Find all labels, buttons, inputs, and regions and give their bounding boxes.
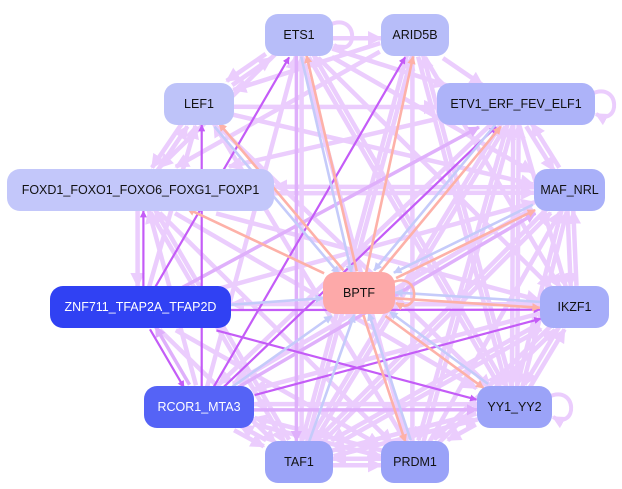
edge-znf711_tfap2a_tfap2d-to-bptf [231,294,325,306]
edge-bptf-to-lef1 [218,122,345,272]
edge-rcor1_mta3-to-taf1 [233,428,266,449]
edge-lef1-to-bptf [213,125,340,275]
edge-maf_nrl-to-taf1 [316,207,549,441]
edge-bptf-to-etv1_erf_fev_elf1 [377,125,502,275]
node-label: ETV1_ERF_FEV_ELF1 [450,97,582,111]
node-yy1-yy2[interactable]: YY1_YY2 [477,386,552,428]
edge-arid5b-to-foxd1_foxo1_foxo6_foxg1_foxp1 [174,49,381,169]
node-label: ETS1 [283,28,315,42]
node-bptf[interactable]: BPTF [323,272,395,314]
edge-rcor1_mta3-to-arid5b [212,56,407,388]
edge-prdm1-to-maf_nrl [427,210,562,444]
edge-foxd1_foxo1_foxo6_foxg1_foxp1-to-maf_nrl [273,185,536,200]
node-label: RCOR1_MTA3 [157,400,241,414]
node-label: ARID5B [392,28,438,42]
node-maf-nrl[interactable]: MAF_NRL [534,169,605,211]
edge-bptf-to-arid5b [364,55,416,273]
edge-etv1_erf_fev_elf1-to-rcor1_mta3 [217,121,494,386]
edge-etv1_erf_fev_elf1-to-yy1_yy2 [504,124,520,388]
node-label: PRDM1 [393,455,437,469]
node-lef1[interactable]: LEF1 [164,83,234,125]
edge-maf_nrl-to-etv1_erf_fev_elf1 [529,122,562,169]
self-loop-etv1_erf_fev_elf1 [590,89,617,126]
node-label: FOXD1_FOXO1_FOXO6_FOXG1_FOXP1 [21,183,260,197]
edge-rcor1_mta3-to-etv1_erf_fev_elf1 [222,126,497,389]
edge-znf711_tfap2a_tfap2d-to-maf_nrl [219,198,537,291]
edge-bptf-to-ets1 [304,54,359,272]
edge-ets1-to-bptf [299,56,354,274]
self-loop-ets1 [328,20,355,57]
node-label: YY1_YY2 [487,400,542,414]
node-foxd1-foxo1-foxo6-foxg1-foxp1[interactable]: FOXD1_FOXO1_FOXO6_FOXG1_FOXP1 [7,169,274,211]
node-arid5b[interactable]: ARID5B [381,14,449,56]
edge-etv1_erf_fev_elf1-to-foxd1_foxo1_foxo6_foxg1_foxp1 [227,116,437,171]
edge-bptf-to-yy1_yy2 [384,314,485,390]
edge-znf711_tfap2a_tfap2d-to-rcor1_mta3 [149,328,185,388]
edge-etv1_erf_fev_elf1-to-bptf [373,122,498,272]
edge-bptf-to-foxd1_foxo1_foxo6_foxg1_foxp1 [186,207,325,275]
edge-rcor1_mta3-to-ikzf1 [254,317,542,397]
edge-znf711_tfap2a_tfap2d-to-etv1_erf_fev_elf1 [180,125,480,290]
node-etv1-erf-fev-elf1[interactable]: ETV1_ERF_FEV_ELF1 [437,83,595,125]
node-ets1[interactable]: ETS1 [265,14,333,56]
edge-maf_nrl-to-ikzf1 [562,211,578,288]
edge-arid5b-to-taf1 [298,54,409,442]
node-taf1[interactable]: TAF1 [265,441,333,483]
edge-prdm1-to-bptf [367,312,412,441]
node-prdm1[interactable]: PRDM1 [381,441,449,483]
edge-ikzf1-to-bptf [394,288,541,304]
edge-bptf-to-maf_nrl [395,208,536,280]
node-label: LEF1 [184,97,214,111]
edge-etv1_erf_fev_elf1-to-maf_nrl [524,125,556,172]
edge-maf_nrl-to-bptf [393,203,534,274]
edge-ets1-to-lef1 [225,52,268,83]
node-label: TAF1 [284,455,314,469]
node-label: IKZF1 [557,300,592,314]
edge-bptf-to-prdm1 [362,314,407,443]
node-znf711-tfap2a-tfap2d[interactable]: ZNF711_TFAP2A_TFAP2D [50,286,231,328]
edge-yy1_yy2-to-bptf [389,310,489,386]
node-label: MAF_NRL [540,183,599,197]
edge-znf711_tfap2a_tfap2d-to-prdm1 [174,328,382,448]
edge-taf1-to-ikzf1 [333,326,543,448]
edge-yy1_yy2-to-ets1 [311,53,507,386]
node-label: ZNF711_TFAP2A_TFAP2D [64,300,217,314]
edge-yy1_yy2-to-etv1_erf_fev_elf1 [511,123,526,387]
node-ikzf1[interactable]: IKZF1 [540,286,609,328]
edge-ikzf1-to-maf_nrl [566,209,582,286]
edge-rcor1_mta3-to-bptf [229,314,333,390]
edge-taf1-to-maf_nrl [320,211,553,445]
edge-ikzf1-to-taf1 [330,321,540,443]
edge-arid5b-to-etv1_erf_fev_elf1 [441,56,484,87]
edge-rcor1_mta3-to-znf711_tfap2a_tfap2d [154,325,192,386]
edge-znf711_tfap2a_tfap2d-to-yy1_yy2 [216,329,478,402]
node-label: BPTF [343,286,375,300]
edge-taf1-to-bptf [307,314,356,443]
edge-maf_nrl-to-foxd1_foxo1_foxo6_foxg1_foxp1 [272,179,535,194]
edge-bptf-to-ikzf1 [394,297,541,312]
self-loop-yy1_yy2 [547,392,574,429]
node-rcor1-mta3[interactable]: RCOR1_MTA3 [144,386,254,428]
edge-yy1_yy2-to-ikzf1 [527,328,567,389]
edge-rcor1_mta3-to-prdm1 [252,421,382,461]
self-loop-bptf [390,279,416,311]
